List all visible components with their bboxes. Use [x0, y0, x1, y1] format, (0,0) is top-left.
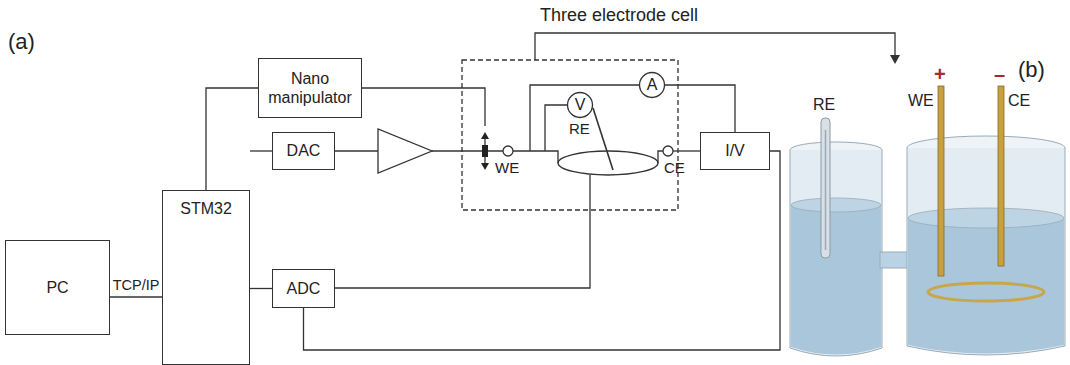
box-label: DAC	[287, 141, 321, 160]
part-label: RE	[569, 121, 590, 138]
box-label: A	[647, 75, 658, 94]
electrolyte-surface	[908, 208, 1064, 228]
salt-bridge	[880, 252, 910, 268]
polarity-sign: –	[994, 63, 1005, 85]
box-label: V	[575, 95, 586, 114]
electrolyte	[791, 205, 881, 355]
wire	[545, 105, 567, 151]
signal-wire	[206, 88, 258, 190]
arrowhead	[890, 55, 900, 64]
circle-outline	[568, 93, 593, 118]
reference-electrode	[821, 118, 830, 258]
signal-wire	[304, 151, 781, 350]
block-box: DAC	[272, 132, 335, 170]
wire	[513, 151, 558, 163]
circle-outline	[640, 73, 665, 98]
wire	[362, 88, 485, 126]
beaker	[790, 150, 882, 356]
counter-electrode	[998, 86, 1004, 266]
amplifier-symbol	[378, 129, 432, 173]
part-label: WE	[495, 160, 519, 177]
part-label: WE	[908, 92, 934, 110]
part-label: Three electrode cell	[540, 6, 698, 26]
link-label: TCP/IP	[113, 278, 160, 294]
terminal	[503, 146, 513, 156]
wire	[432, 150, 503, 151]
electrolyte	[908, 218, 1064, 354]
wire	[658, 151, 663, 163]
part-label: CE	[664, 160, 685, 177]
block-box: I/V	[700, 132, 770, 170]
box-label: STM32	[180, 199, 232, 218]
block-box: Nano manipulator	[258, 58, 362, 118]
reference-needle	[593, 108, 613, 170]
part-label: (b)	[1018, 58, 1045, 82]
part-label: CE	[1008, 92, 1030, 110]
signal-wire	[110, 296, 162, 297]
cell-boundary	[462, 60, 678, 210]
signal-wire	[250, 150, 272, 151]
wire	[673, 150, 700, 151]
part-label: (a)	[8, 30, 35, 54]
meter-symbol: V	[567, 92, 593, 118]
signal-wire	[250, 288, 272, 289]
working-electrode	[938, 86, 944, 276]
wire	[335, 175, 590, 288]
electrolyte-surface	[791, 198, 881, 212]
reference-wire	[825, 130, 827, 250]
signal-wire	[665, 85, 735, 132]
manipulator-symbol	[482, 145, 488, 157]
meter-symbol: A	[639, 72, 665, 98]
wire	[335, 150, 378, 151]
terminal	[663, 146, 673, 156]
gold-ring	[928, 283, 1044, 301]
polarity-sign: +	[934, 63, 946, 85]
beaker	[907, 148, 1065, 355]
box-label: ADC	[287, 279, 321, 298]
block-box: PC	[5, 240, 110, 335]
wire	[530, 85, 639, 151]
manipulator-arrow	[484, 157, 485, 164]
box-label: I/V	[725, 141, 745, 160]
leader-line	[535, 33, 895, 60]
block-box: STM32	[162, 190, 250, 365]
part-label: RE	[813, 96, 835, 114]
block-box: ADC	[272, 269, 335, 308]
box-label: PC	[46, 278, 68, 297]
arrowhead	[481, 163, 489, 170]
arrowhead	[481, 132, 489, 139]
manipulator-arrow	[484, 138, 485, 145]
box-label: Nano manipulator	[267, 69, 353, 107]
